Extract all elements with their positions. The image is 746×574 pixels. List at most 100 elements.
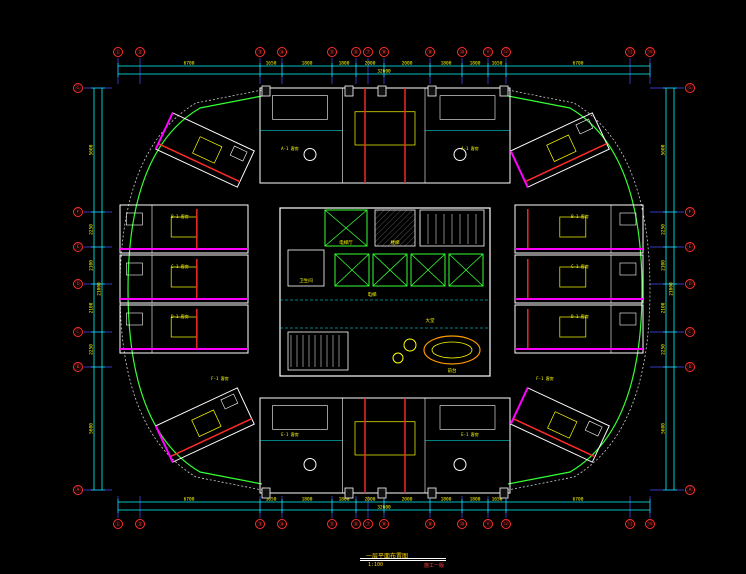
grid-label-top: ① (115, 49, 120, 56)
lobby-plant (403, 338, 417, 352)
grid-bubble-top (625, 47, 635, 57)
grid-bubble-bottom (457, 519, 467, 529)
core-elevator-lobby (324, 209, 368, 247)
top-window-column (261, 85, 271, 97)
corner-room-top-right (509, 112, 610, 188)
right-unit-bed (559, 316, 587, 338)
left-dimension-value: 2250 (89, 344, 95, 355)
grid-bubble-bottom (501, 519, 511, 529)
grid-bubble-bottom (625, 519, 635, 529)
grid-label-bottom: ⑪ (485, 520, 491, 528)
elevator-car (448, 253, 484, 287)
corner-room-bottom-right-magenta-wall (509, 387, 529, 425)
grid-bubble-top (351, 47, 361, 57)
right-unit-bed (559, 266, 587, 288)
grid-bubble-bottom (363, 519, 373, 529)
grid-bubble-top (379, 47, 389, 57)
top-dimension-value: 1800 (302, 61, 313, 67)
top-unit-block-bathtub (439, 95, 496, 120)
grid-bubble-bottom (277, 519, 287, 529)
reception-counter (431, 341, 473, 359)
corner-room-top-right-bed (546, 134, 577, 162)
left-unit-bed (170, 216, 198, 238)
grid-label-right: Ⓓ (687, 280, 693, 288)
corner-room-top-right-magenta-wall (509, 150, 529, 188)
grid-label-top: ③ (257, 49, 262, 56)
bottom-dimension-value: 2000 (402, 497, 413, 503)
elevator-x (448, 253, 484, 287)
elevator-x (410, 253, 446, 287)
right-unit-bed (559, 216, 587, 238)
grid-bubble-right (685, 83, 695, 93)
right-unit-bathtub (619, 212, 637, 226)
grid-bubble-left (73, 83, 83, 93)
title-underline (360, 558, 446, 559)
envelope-right-outline (507, 89, 651, 491)
top-window-column (499, 85, 509, 97)
grid-label-right: Ⓐ (687, 486, 693, 494)
grid-label-left: Ⓕ (75, 208, 81, 216)
grid-label-bottom: ⑩ (459, 521, 464, 528)
right-dimension-value: 2100 (661, 260, 667, 271)
corner-room-top-left-magenta-wall (154, 112, 174, 150)
bottom-dimension-value: 1800 (470, 497, 481, 503)
grid-bubble-bottom (379, 519, 389, 529)
grid-label-left: Ⓔ (75, 243, 81, 251)
corner-room-top-left (154, 112, 255, 188)
top-unit-block-bathtub (272, 95, 328, 120)
room-label: D-1 客房 (171, 313, 189, 319)
grid-label-bottom: ③ (257, 521, 262, 528)
grid-bubble-bottom (351, 519, 361, 529)
grid-bubble-top (255, 47, 265, 57)
grid-label-left: Ⓓ (75, 280, 81, 288)
grid-bubble-bottom (425, 519, 435, 529)
room-label: F-1 客房 (211, 375, 229, 381)
drawing-title-block: 一层平面布置图 1:100 施工一版 (360, 549, 446, 569)
bottom-unit-block-bathtub (439, 405, 496, 430)
right-dimension-value: 5600 (661, 144, 667, 155)
room-label: A-1 客房 (461, 145, 479, 151)
bottom-window-column (377, 487, 387, 499)
left-unit-bathtub (126, 262, 143, 276)
grid-label-top: ② (137, 49, 142, 56)
right-unit-room (514, 304, 644, 354)
top-dimension-value: 1800 (339, 61, 350, 67)
grid-label-top: ⑫ (503, 48, 509, 56)
grid-label-top: ⑬ (627, 48, 633, 56)
top-dimension-value: 2000 (402, 61, 413, 67)
room-label: E-1 客房 (461, 431, 479, 437)
grid-bubble-left (73, 362, 83, 372)
right-unit-room (514, 204, 644, 254)
grid-bubble-left (73, 242, 83, 252)
left-dimension-value: 2250 (89, 224, 95, 235)
grid-label-right: Ⓖ (687, 84, 693, 92)
top-window-column (377, 85, 387, 97)
top-unit-block-bed (354, 111, 416, 146)
top-dimension-value: 1800 (441, 61, 452, 67)
bottom-unit-block-bed (354, 421, 416, 456)
corner-room-top-left-bathtub (229, 145, 248, 162)
right-dimension-value: 2250 (661, 344, 667, 355)
drawing-subtitle: 施工一版 (424, 563, 445, 569)
grid-label-left: Ⓒ (75, 328, 81, 336)
core-label: 楼梯 (391, 239, 400, 246)
left-dimension-value: 2100 (89, 302, 95, 313)
room-label: E-1 客房 (281, 431, 299, 437)
bottom-unit-block-table (453, 458, 467, 471)
grid-label-bottom: ⑫ (503, 520, 509, 528)
grid-label-top: ⑥ (353, 49, 358, 56)
grid-label-top: ⑪ (485, 48, 491, 56)
top-dimension-value: 6700 (573, 61, 584, 67)
left-unit-bathtub (126, 312, 143, 326)
top-unit-block-table (303, 148, 317, 161)
core-label: 卫生间 (299, 277, 313, 284)
bottom-window-column (344, 487, 354, 499)
corner-room-top-right-red-wall (524, 142, 608, 183)
grid-bubble-right (685, 242, 695, 252)
grid-label-right: Ⓑ (687, 363, 693, 371)
right-unit-bathtub (619, 312, 637, 326)
left-dimension-value: 5600 (89, 144, 95, 155)
corner-room-bottom-left (154, 387, 255, 463)
bottom-dimension-value: 6700 (184, 497, 195, 503)
